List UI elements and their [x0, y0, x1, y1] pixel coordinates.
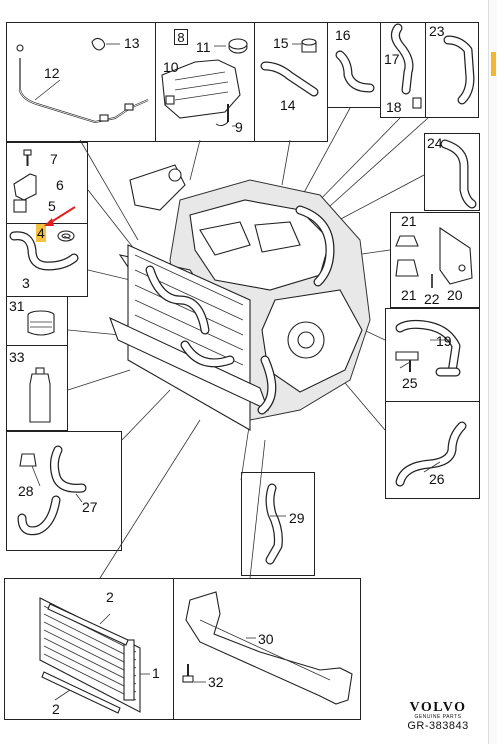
callout-25: 25: [402, 375, 418, 391]
callout-20: 20: [447, 287, 463, 303]
callout-2-bottom: 2: [52, 701, 60, 717]
callout-29: 29: [289, 510, 305, 526]
part-6-bracket: [13, 173, 37, 201]
part-18-fitting: [412, 97, 422, 109]
callout-24: 24: [427, 135, 443, 151]
callout-14: 14: [280, 97, 296, 113]
callout-21-bottom: 21: [401, 287, 417, 303]
part-4-clamp: [57, 230, 75, 242]
callout-19: 19: [436, 333, 452, 349]
callout-18: 18: [386, 99, 402, 115]
part-20-bracket: [439, 226, 473, 285]
part-5-mount: [13, 199, 27, 213]
volvo-brand-block: VOLVO GENUINE PARTS GR-383843: [398, 700, 478, 732]
box-part-29: [241, 472, 315, 576]
part-13-clip: [91, 37, 120, 51]
callout-16: 16: [335, 27, 351, 43]
callout-4: 4: [37, 225, 45, 241]
part-28-fitting: [19, 453, 37, 467]
diagram-code: GR-383843: [407, 720, 469, 732]
callout-9: 9: [235, 119, 243, 135]
callout-12: 12: [44, 65, 60, 81]
callout-32: 32: [208, 674, 224, 690]
callout-21-top: 21: [401, 213, 417, 229]
engine-assembly: [109, 164, 371, 431]
callout-26: 26: [429, 471, 445, 487]
callout-6: 6: [56, 177, 64, 193]
callout-27: 27: [82, 499, 98, 515]
part-31-cap: [27, 310, 55, 336]
callout-10: 10: [163, 59, 179, 75]
part-15-clamp: [292, 38, 317, 53]
callout-15: 15: [273, 35, 289, 51]
part-2-seal-top: [47, 603, 129, 646]
part-30-crossmember: [185, 591, 353, 705]
callout-13: 13: [124, 35, 140, 51]
part-10-expansion-tank: [161, 59, 241, 119]
callout-3: 3: [22, 275, 30, 291]
callout-17: 17: [384, 51, 400, 67]
part-21-fitting-bottom: [395, 259, 419, 277]
part-16-hose: [335, 50, 375, 93]
part-26-hose: [395, 421, 467, 487]
callout-31: 31: [9, 298, 25, 314]
part-21-fitting-top: [395, 235, 419, 247]
part-14-hose: [260, 61, 319, 97]
callout-7: 7: [50, 151, 58, 167]
side-marker: [491, 52, 496, 76]
part-4-highlight: [36, 224, 46, 242]
callout-30: 30: [258, 631, 274, 647]
part-32-bolt: [182, 664, 194, 683]
volvo-logo: VOLVO: [409, 700, 467, 715]
part-23-hose: [443, 35, 475, 105]
callout-leaders: [31, 235, 450, 701]
pointer-arrow: [44, 206, 76, 226]
part-17-hose: [390, 23, 414, 95]
callout-33: 33: [9, 349, 25, 365]
part-19-hose: [395, 319, 461, 377]
part-2-seal-bottom: [41, 671, 121, 714]
genuine-parts-tagline: GENUINE PARTS: [414, 714, 462, 720]
part-9-sensor: [215, 104, 236, 127]
part-3-hose: [9, 231, 79, 271]
side-scroll-strip: [488, 0, 497, 744]
part-7-bolt: [23, 149, 32, 166]
callout-5: 5: [48, 198, 56, 214]
box-part-31: [6, 296, 68, 346]
part-11-tank-cap: [214, 38, 248, 54]
callout-2-top: 2: [106, 589, 114, 605]
part-33-coolant-bottle: [29, 367, 51, 423]
callout-1: 1: [152, 665, 160, 681]
callout-23: 23: [429, 23, 445, 39]
callout-28: 28: [18, 483, 34, 499]
part-25-connector: [395, 351, 419, 372]
callout-22: 22: [424, 291, 440, 307]
part-1-radiator: [39, 597, 141, 713]
part-29-hose: [265, 483, 283, 565]
part-12-pipe: [16, 44, 149, 124]
part-24-hose: [440, 139, 477, 209]
callout-11: 11: [196, 39, 211, 55]
callout-8: 8: [174, 29, 188, 45]
part-27-hose: [17, 445, 87, 536]
